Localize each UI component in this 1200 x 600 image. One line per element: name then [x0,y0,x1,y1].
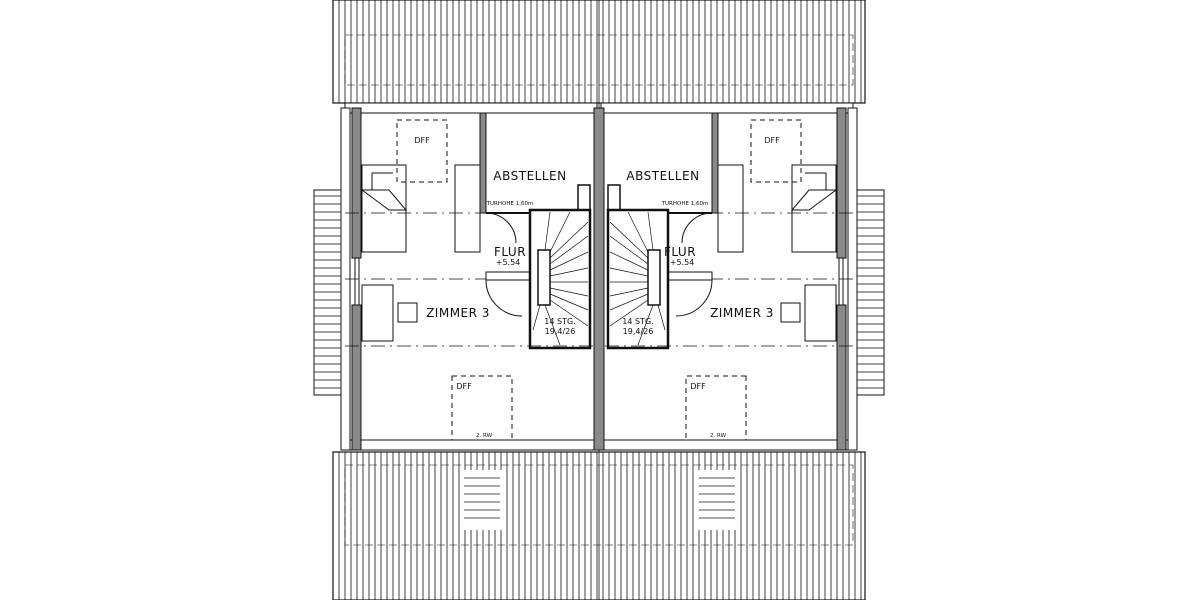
hall-label: FLUR [664,245,696,259]
hall-label: FLUR [494,245,526,259]
stairs-count-label: 14 STG. [622,317,653,326]
hall-level-label: +5.54 [670,258,695,267]
skylight-bottom-label: DFF [456,382,472,391]
door-height-label: TURHOHE 1,60m [661,201,709,207]
skylight-bottom-label: DFF [690,382,706,391]
unit-right-geometry [592,101,886,452]
gutter-label: 2. RW [710,433,727,439]
room-label: ZIMMER 3 [710,306,774,320]
skylight-top-label: DFF [414,136,430,145]
gutter-label: 2. RW [476,433,493,439]
unit-right-labels: ABSTELLEN TURHOHE 1,60m FLUR +5.54 ZIMME… [622,136,780,439]
room-label: ZIMMER 3 [426,306,490,320]
unit-left-labels: ABSTELLEN TURHOHE 1,60m FLUR +5.54 ZIMME… [414,136,575,439]
door-height-label: TURHOHE 1,60m [486,201,534,207]
skylight-top-label: DFF [764,136,780,145]
hall-level-label: +5.54 [496,258,521,267]
stairs-ratio-label: 19,4/26 [623,327,654,336]
unit-left-geometry [313,102,605,451]
stairs-count-label: 14 STG. [544,317,575,326]
stairs-ratio-label: 19,4/26 [545,327,576,336]
storage-label: ABSTELLEN [493,169,566,183]
storage-label: ABSTELLEN [626,169,699,183]
